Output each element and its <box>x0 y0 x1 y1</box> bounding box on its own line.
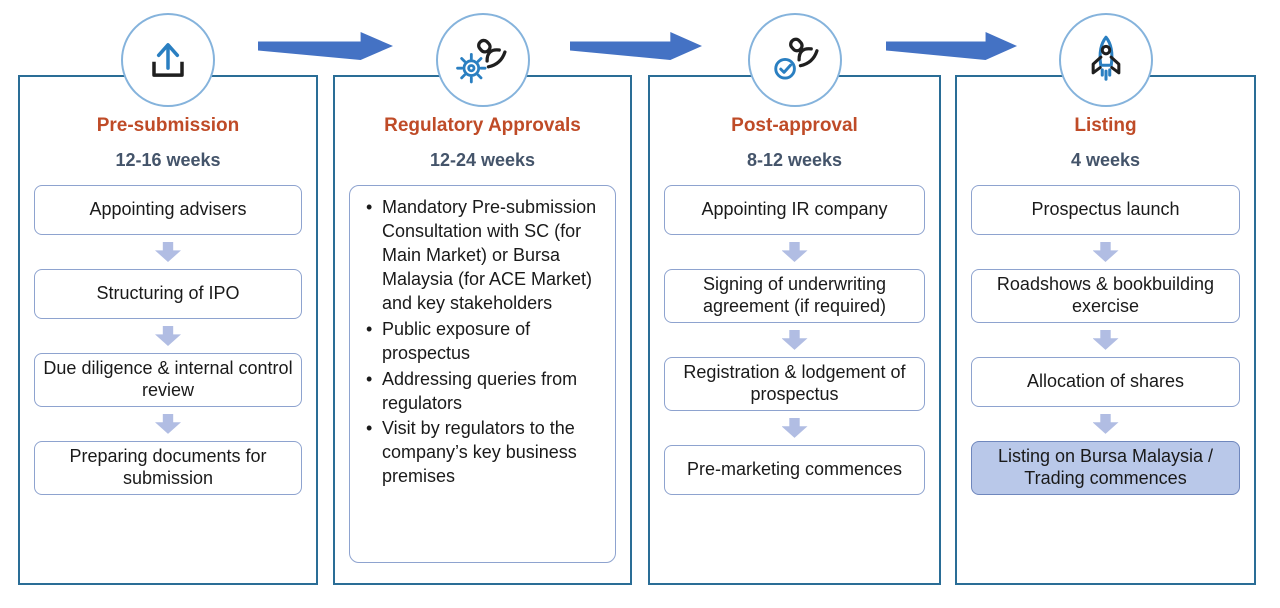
stage-badge <box>121 13 215 107</box>
stage-badge <box>435 13 530 107</box>
bullet-item: Mandatory Pre-submission Consultation wi… <box>366 196 609 316</box>
down-arrow-icon <box>1092 242 1119 262</box>
stage-duration: 12-16 weeks <box>115 150 221 170</box>
down-arrow-icon <box>781 329 808 350</box>
down-arrow-icon <box>781 417 808 438</box>
steps-list: Mandatory Pre-submission Consultation wi… <box>335 185 630 563</box>
bullet-item: Addressing queries from regulators <box>366 368 609 416</box>
step-box: Due diligence & internal control review <box>34 353 302 407</box>
down-arrow-icon <box>155 242 181 262</box>
step-box: Appointing advisers <box>34 185 302 235</box>
flow-arrow-3 <box>886 32 1017 60</box>
stage-duration: 4 weeks <box>1070 150 1141 170</box>
step-box: Appointing IR company <box>664 185 925 235</box>
step-box: Structuring of IPO <box>34 269 302 319</box>
stage-column-listing: Listing 4 weeks Prospectus launch Roadsh… <box>955 13 1256 585</box>
down-arrow-icon <box>781 242 808 262</box>
step-box: Pre-marketing commences <box>664 444 925 495</box>
down-arrow-icon <box>1092 413 1119 434</box>
step-box: Prospectus launch <box>971 185 1240 235</box>
stage-column-regulatory-approvals: Regulatory Approvals 12-24 weeks Mandato… <box>333 13 632 585</box>
steps-list: Appointing advisers Structuring of IPO D… <box>20 185 316 495</box>
flow-arrow-1 <box>258 32 393 60</box>
rocket-icon <box>1091 35 1120 81</box>
stage-badge <box>747 13 842 107</box>
stage-duration: 12-24 weeks <box>429 150 536 170</box>
step-box: Registration & lodgement of prospectus <box>664 356 925 411</box>
stage-column-post-approval: Post-approval 8-12 weeks Appointing IR c… <box>648 13 941 585</box>
step-box: Roadshows & bookbuilding exercise <box>971 269 1240 323</box>
step-box: Signing of underwriting agreement (if re… <box>664 269 925 323</box>
stage-badge <box>1058 13 1153 107</box>
step-box: Preparing documents for submission <box>34 440 302 495</box>
down-arrow-icon <box>1092 329 1119 350</box>
step-box: Allocation of shares <box>971 356 1240 407</box>
gear-stamp-icon <box>455 38 507 84</box>
step-box-highlighted: Listing on Bursa Malaysia / Trading comm… <box>971 440 1240 495</box>
flow-arrow-2 <box>570 32 702 60</box>
bullet-item: Visit by regulators to the company’s key… <box>366 417 609 489</box>
steps-list: Prospectus launch Roadshows & bookbuildi… <box>957 185 1254 495</box>
bullet-item: Public exposure of prospectus <box>366 318 609 366</box>
stage-title: Post-approval <box>731 115 858 136</box>
steps-list: Appointing IR company Signing of underwr… <box>650 185 939 495</box>
stage-duration: 8-12 weeks <box>746 150 843 170</box>
bullet-list-box: Mandatory Pre-submission Consultation wi… <box>349 185 616 563</box>
stage-title: Pre-submission <box>96 115 240 136</box>
stage-title: Listing <box>1074 115 1137 136</box>
stamp-check-icon <box>773 37 819 80</box>
upload-icon <box>152 43 184 77</box>
down-arrow-icon <box>155 326 181 346</box>
stage-column-pre-submission: Pre-submission 12-16 weeks Appointing ad… <box>18 13 318 585</box>
stage-title: Regulatory Approvals <box>384 115 581 136</box>
down-arrow-icon <box>155 413 181 434</box>
